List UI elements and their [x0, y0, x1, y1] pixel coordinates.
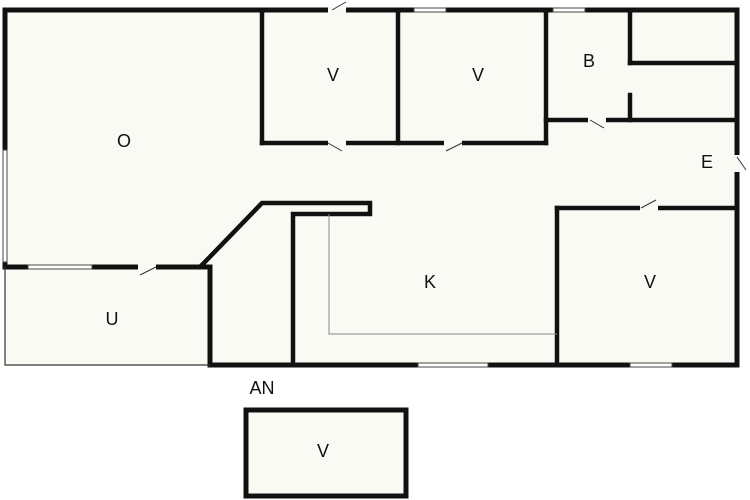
room-label-o: O — [117, 131, 131, 151]
room-label-u: U — [106, 309, 119, 329]
annex-label: AN — [249, 378, 274, 398]
windows — [2, 7, 673, 368]
annex-building — [243, 407, 409, 499]
interior-walls — [198, 7, 740, 368]
room-labels: O V V B E K V U V AN — [106, 51, 714, 461]
utility-room-outline — [4, 267, 210, 366]
room-label-v-bedroom-2: V — [472, 65, 484, 85]
room-label-e: E — [701, 152, 713, 172]
doors — [138, 1, 747, 276]
room-label-v-bedroom-1: V — [327, 65, 339, 85]
room-label-v-bedroom-3: V — [644, 272, 656, 292]
room-label-b: B — [583, 51, 595, 71]
room-label-k: K — [424, 272, 436, 292]
room-label-v-annex: V — [317, 441, 329, 461]
floor-areas — [5, 10, 737, 496]
kitchen-counter — [328, 214, 557, 335]
